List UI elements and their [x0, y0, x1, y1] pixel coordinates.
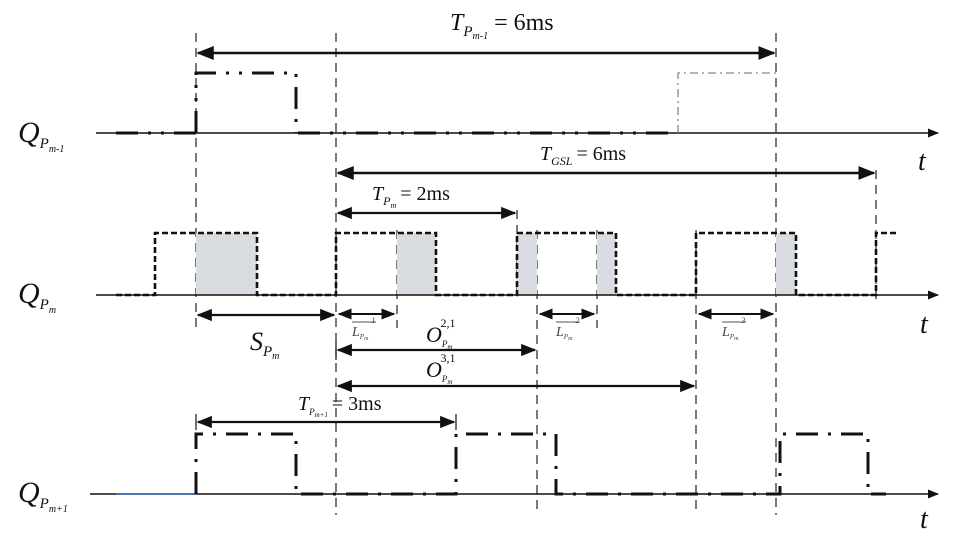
period-curr-annotation: TPm= 2ms [336, 183, 517, 220]
period-next-label: TPm+1= 3ms [298, 393, 382, 419]
offset-s-label: SPm [250, 327, 279, 362]
row-curr: QPm t [18, 231, 940, 340]
o21-label: OPm2,1 [426, 316, 455, 351]
l2-label: LPm2 [555, 316, 579, 342]
overlap-shading [196, 233, 796, 295]
signal-curr-dashed [116, 231, 898, 297]
axis-label-curr: t [920, 309, 929, 340]
l3-label: LPm3 [721, 316, 745, 342]
row-label-curr: QPm [18, 277, 56, 316]
overlap-region-3 [517, 233, 537, 295]
signal-prev-pulse-faint [677, 72, 776, 133]
period-curr-label: TPm= 2ms [372, 183, 450, 210]
period-prev-annotation: TPm-1= 6ms [196, 10, 776, 60]
l-annotations: LPm1 LPm2 LPm3 [337, 308, 775, 342]
axis-label-prev: t [918, 146, 927, 177]
row-label-next: QPm+1 [18, 476, 68, 515]
overlap-region-1 [196, 233, 257, 295]
row-next: QPm+1 t [18, 432, 940, 535]
overlap-region-4 [597, 233, 616, 295]
o-annotations: OPm2,1 OPm3,1 [335, 316, 696, 393]
gsl-annotation: TGSL= 6ms [336, 143, 876, 180]
gsl-label: TGSL= 6ms [540, 143, 626, 168]
row-prev: QPm-1 t [18, 71, 940, 177]
axis-label-next: t [920, 504, 929, 535]
signal-next-dashdot [194, 432, 886, 496]
period-prev-label: TPm-1= 6ms [450, 10, 554, 42]
overlap-region-2 [397, 233, 436, 295]
overlap-region-5 [776, 233, 796, 295]
period-next-annotation: TPm+1= 3ms [195, 393, 457, 430]
o31-label: OPm3,1 [426, 351, 455, 386]
l1-label: LPm1 [351, 316, 375, 342]
signal-prev-pulse [194, 71, 298, 133]
row-label-prev: QPm-1 [18, 116, 64, 155]
offset-s-annotation: SPm [196, 308, 336, 362]
